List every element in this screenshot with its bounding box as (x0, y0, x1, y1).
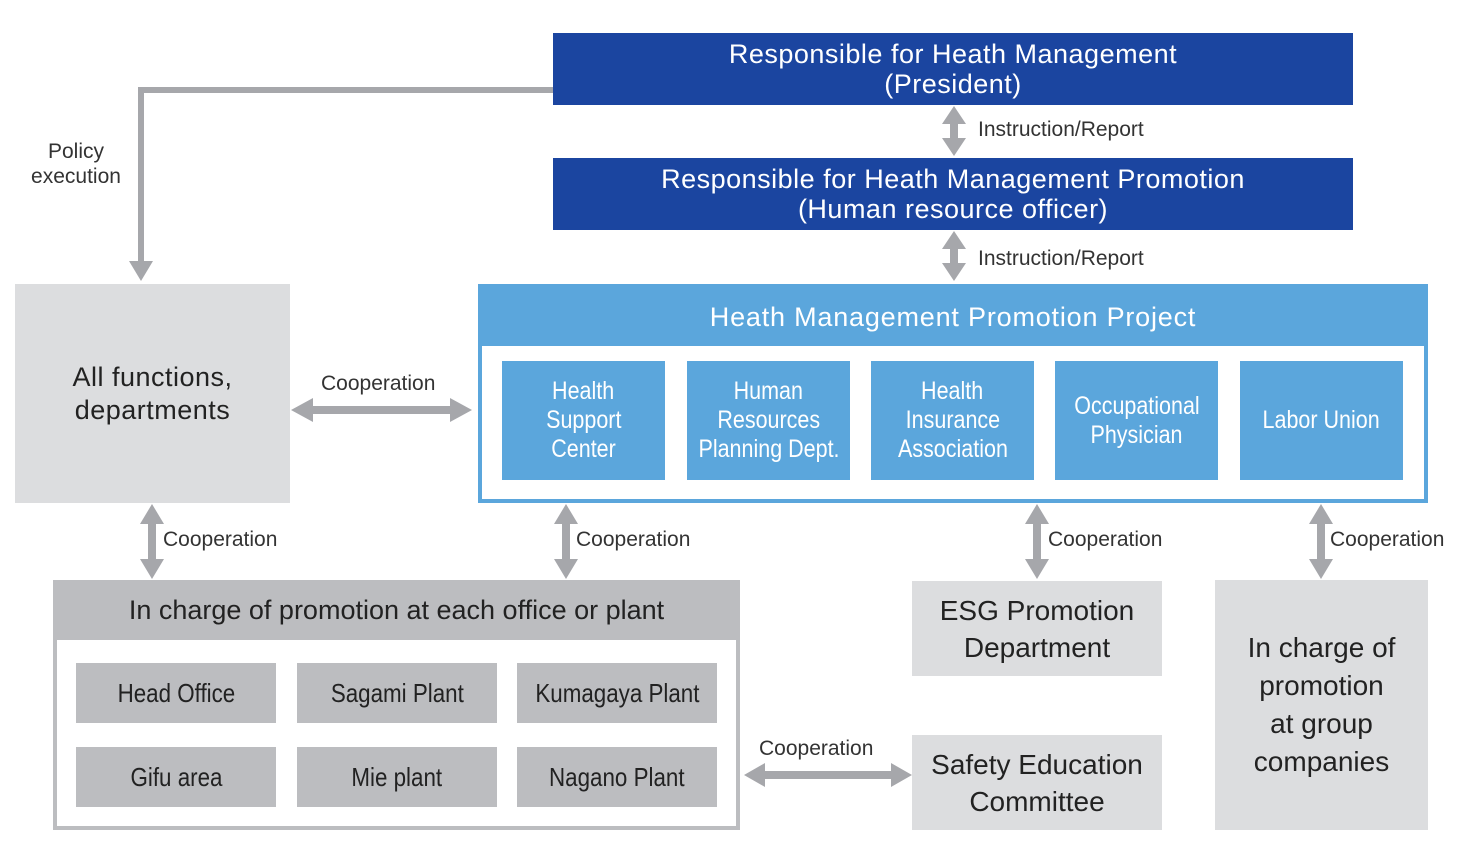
site-head-office: Head Office (76, 663, 276, 723)
offices-box-title: In charge of promotion at each office or… (53, 580, 740, 640)
cooperation-arrow-functions-offices (140, 504, 164, 579)
cooperation-label-functions-project: Cooperation (321, 372, 436, 395)
instruction-report-label-1: Instruction/Report (978, 118, 1144, 141)
policy-execution-label: Policy execution (20, 139, 132, 189)
member-label-line: Health (552, 377, 615, 405)
cooperation-arrow-functions-project (291, 398, 472, 422)
cooperation-arrow-offices-safety (744, 763, 912, 787)
cooperation-label-project-esg: Cooperation (1048, 528, 1163, 551)
cooperation-label-project-offices: Cooperation (576, 528, 691, 551)
site-label: Head Office (117, 677, 235, 708)
site-mie-plant: Mie plant (297, 747, 497, 807)
esg-line1: ESG Promotion (939, 594, 1135, 626)
promotion-project-title: Heath Management Promotion Project (482, 288, 1424, 346)
esg-promotion-department-box: ESG Promotion Department (912, 581, 1162, 676)
instruction-report-arrow-2 (942, 231, 966, 281)
cooperation-label-offices-safety: Cooperation (759, 737, 874, 760)
member-label-line: Planning Dept. (697, 435, 840, 463)
member-label-line: Resources (717, 406, 820, 434)
president-box-title: Responsible for Heath Management (728, 39, 1178, 69)
cooperation-arrow-project-offices (554, 504, 578, 579)
site-kumagaya-plant: Kumagaya Plant (517, 663, 717, 723)
instruction-report-label-2: Instruction/Report (978, 247, 1144, 270)
group-line: at group (1270, 708, 1373, 739)
president-box-role: (President) (884, 69, 1022, 99)
policy-label-line1: Policy (47, 140, 105, 163)
policy-label-line2: execution (31, 165, 121, 188)
site-label: Mie plant (351, 761, 443, 792)
member-label-line: Insurance (905, 406, 1000, 434)
all-functions-line1: All functions, (72, 361, 233, 392)
member-label-line: Support (545, 406, 622, 434)
site-label: Nagano Plant (549, 761, 685, 792)
group-line: In charge of (1247, 632, 1396, 663)
esg-line2: Department (963, 631, 1111, 663)
member-label-line: Center (551, 435, 616, 463)
member-labor-union: Labor Union (1240, 361, 1403, 480)
safety-education-committee-box: Safety Education Committee (912, 735, 1162, 830)
member-label-line: Health (921, 377, 984, 405)
safety-line1: Safety Education (931, 748, 1143, 780)
cooperation-label-project-group: Cooperation (1330, 528, 1445, 551)
member-health-insurance-association: Health Insurance Association (871, 361, 1034, 480)
promotion-officer-role: (Human resource officer) (797, 194, 1109, 224)
member-hr-planning-dept: Human Resources Planning Dept. (687, 361, 850, 480)
member-health-support-center: Health Support Center (502, 361, 665, 480)
group-companies-box: In charge of promotion at group companie… (1215, 580, 1428, 830)
site-gifu-area: Gifu area (76, 747, 276, 807)
member-label-line: Labor Union (1262, 406, 1381, 434)
group-line: companies (1253, 746, 1390, 777)
member-occupational-physician: Occupational Physician (1055, 361, 1218, 480)
member-label-line: Physician (1090, 420, 1183, 449)
site-label: Sagami Plant (330, 677, 464, 708)
site-label: Kumagaya Plant (534, 677, 700, 708)
member-label-line: Occupational (1073, 391, 1200, 420)
cooperation-label-functions-offices: Cooperation (163, 528, 278, 551)
all-functions-box: All functions, departments (15, 284, 290, 503)
site-label: Gifu area (130, 761, 222, 792)
safety-line2: Committee (969, 785, 1105, 817)
instruction-report-arrow-1 (942, 106, 966, 156)
all-functions-line2: departments (74, 394, 231, 425)
site-nagano-plant: Nagano Plant (517, 747, 717, 807)
member-label-line: Human (733, 377, 804, 405)
promotion-officer-box: Responsible for Heath Management Promoti… (553, 158, 1353, 230)
member-label-line: Association (897, 435, 1008, 463)
president-box: Responsible for Heath Management (Presid… (553, 33, 1353, 105)
site-sagami-plant: Sagami Plant (297, 663, 497, 723)
group-line: promotion (1259, 670, 1384, 701)
cooperation-arrow-project-esg (1025, 504, 1049, 579)
promotion-officer-title: Responsible for Heath Management Promoti… (661, 164, 1245, 194)
policy-execution-arrow (129, 87, 553, 281)
